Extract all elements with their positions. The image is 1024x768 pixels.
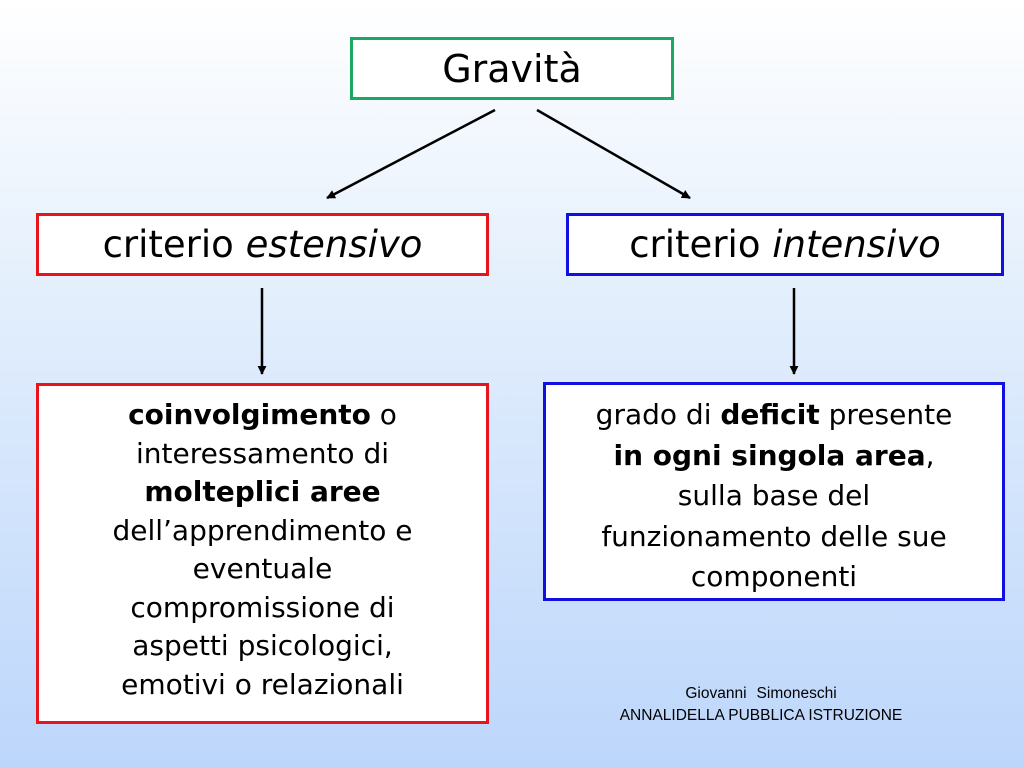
criterio-estensivo-box: criterio estensivo — [36, 213, 489, 276]
detail-line: grado di deficit presente — [595, 398, 953, 431]
intensivo-header: criterio intensivo — [629, 223, 941, 266]
estensivo-header: criterio estensivo — [102, 223, 423, 266]
estensivo-detail-box: coinvolgimento o interessamento di molte… — [36, 383, 489, 724]
intensivo-detail-box: grado di deficit presente in ogni singol… — [543, 382, 1005, 601]
arrow-to-estensivo — [326, 108, 496, 200]
detail-line: sulla base del — [677, 479, 871, 512]
detail-line: eventuale — [192, 552, 333, 585]
detail-line: aspetti psicologici, — [132, 629, 393, 662]
detail-line: componenti — [690, 560, 858, 593]
detail-line: molteplici aree — [144, 475, 381, 508]
gravita-label: Gravità — [442, 46, 582, 91]
footer-publication: ANNALIDELLA PUBBLICA ISTRUZIONE — [619, 707, 903, 724]
detail-line: compromissione di — [130, 590, 395, 624]
gravita-box: Gravità — [350, 37, 674, 100]
arrow-to-intensivo — [536, 108, 691, 200]
detail-line: interessamento di — [136, 436, 389, 470]
detail-line: in ogni singola area, — [613, 438, 935, 472]
detail-line: dell’apprendimento e — [112, 513, 413, 547]
detail-line: coinvolgimento o — [128, 398, 397, 431]
criterio-intensivo-box: criterio intensivo — [566, 213, 1004, 276]
detail-line: emotivi o relazionali — [121, 667, 404, 701]
detail-line: funzionamento delle sue — [601, 519, 947, 553]
